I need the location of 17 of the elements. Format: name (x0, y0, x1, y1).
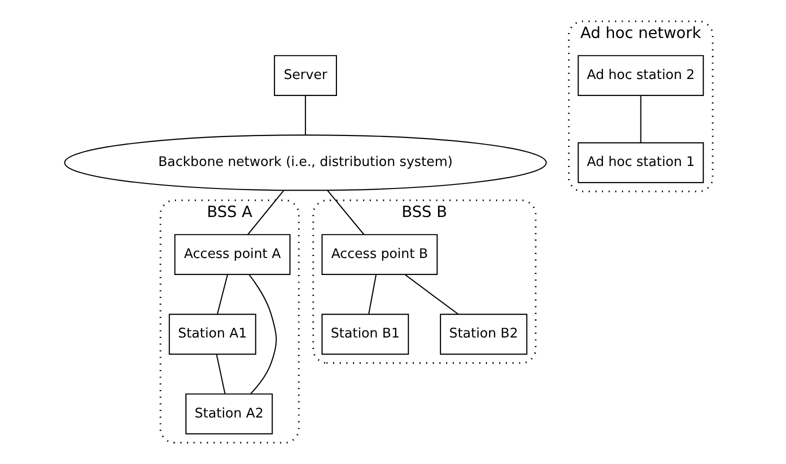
connector (216, 354, 226, 394)
node-ellipse: Backbone network (i.e., distribution system) (64, 134, 547, 191)
connector (404, 274, 459, 315)
node-box: Station B1 (322, 314, 409, 355)
node-box: Station A2 (185, 393, 273, 434)
connector (216, 274, 228, 314)
node-box: Station B2 (440, 314, 528, 355)
connector (640, 96, 642, 142)
node-box: Ad hoc station 2 (578, 55, 704, 96)
node-box: Access point A (174, 234, 291, 276)
node-box: Access point B (322, 234, 438, 276)
connector (248, 274, 277, 394)
node-box: Station A1 (168, 314, 256, 355)
connector (368, 274, 377, 314)
node-box: Server (274, 55, 337, 96)
connector (304, 96, 306, 136)
node-box: Ad hoc station 1 (578, 142, 704, 184)
